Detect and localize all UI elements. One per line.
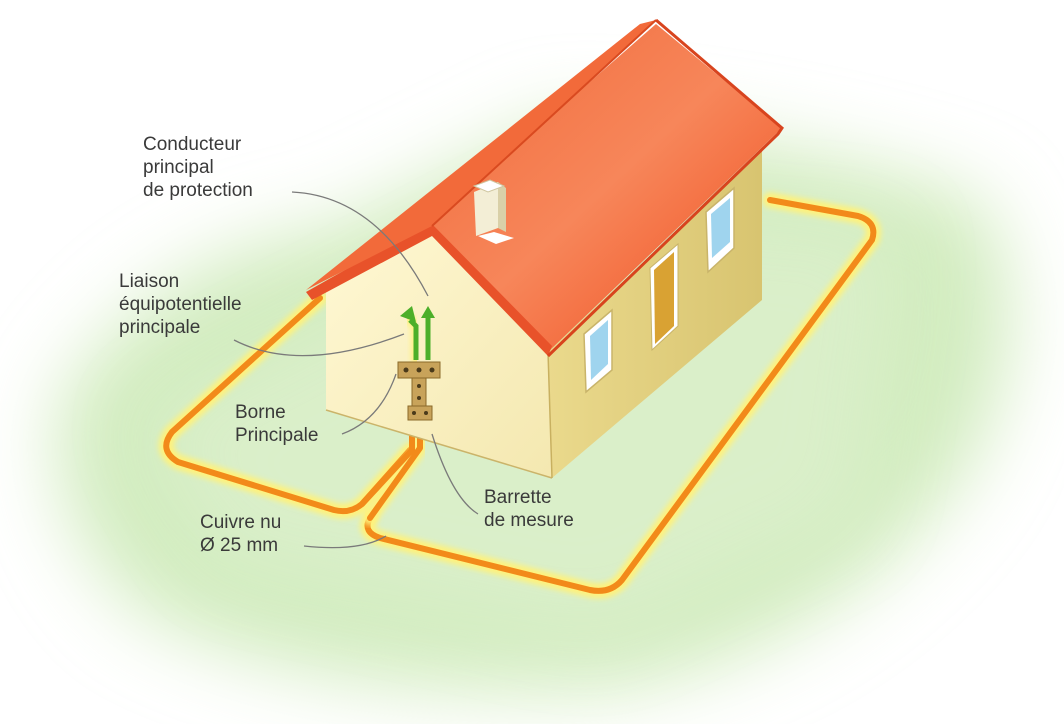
leader-borne [341, 373, 397, 435]
door [649, 242, 679, 352]
copper-earth-loop [158, 192, 881, 599]
label-barrette-mesure: Barrette de mesure [484, 487, 574, 531]
leader-conducteur [291, 191, 429, 297]
label-liaison-equipotentielle: Liaison équipotentielle principale [119, 271, 242, 338]
arrow-head-left [400, 306, 416, 322]
leader-liaison [233, 333, 405, 357]
main-earth-terminal [397, 361, 441, 409]
leader-lines [233, 191, 479, 549]
chimney [472, 179, 514, 244]
house-gable-wall [326, 228, 552, 478]
label-conducteur-principal: Conducteur principal de protection [143, 134, 253, 201]
window-right [705, 186, 735, 274]
label-borne-principale: Borne Principale [235, 402, 319, 446]
leader-cuivre [303, 535, 387, 549]
protective-conductors [400, 306, 435, 365]
window-left [583, 308, 613, 394]
arrow-head-right [421, 306, 435, 318]
label-cuivre-nu: Cuivre nu Ø 25 mm [200, 512, 282, 556]
measuring-bar [407, 405, 433, 421]
roof-side [430, 24, 782, 352]
leader-barrette [431, 433, 479, 515]
